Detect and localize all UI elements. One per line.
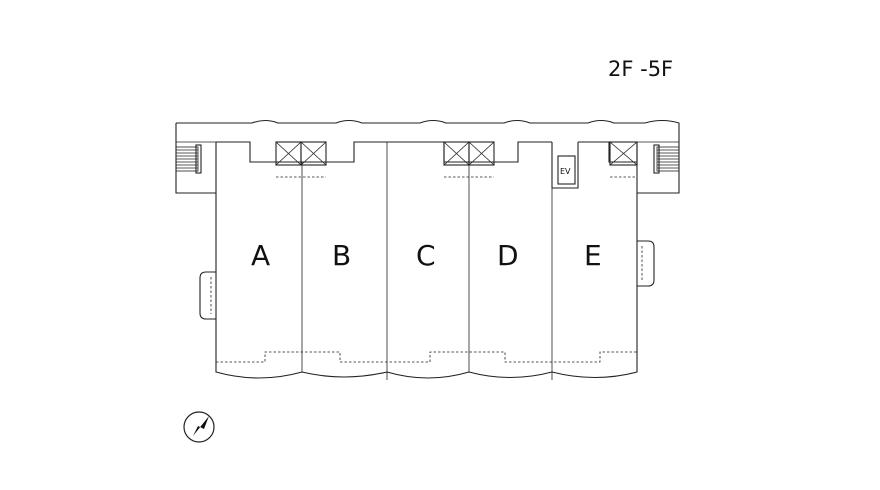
balcony-line [216, 351, 637, 363]
floor-range-label: 2F -5F [608, 57, 674, 81]
unit-e-label: E [584, 239, 602, 272]
stairs-icon [175, 144, 202, 174]
building-outline [215, 141, 638, 379]
pipe-shaft-icon [275, 141, 638, 178]
corridor [175, 119, 680, 194]
elevator-label: EV [560, 167, 571, 176]
unit-b-label: B [332, 239, 351, 272]
unit-d-label: D [497, 239, 519, 272]
north-arrow-icon [183, 411, 215, 443]
unit-c-label: C [416, 239, 436, 272]
unit-a-label: A [251, 239, 270, 272]
elevator: EV [557, 155, 576, 185]
stairs-icon [653, 144, 680, 174]
unit-walls [301, 142, 553, 380]
bay-window-right [637, 240, 655, 287]
unit-labels: A B C D E [251, 239, 602, 272]
bay-window-left [199, 271, 216, 320]
